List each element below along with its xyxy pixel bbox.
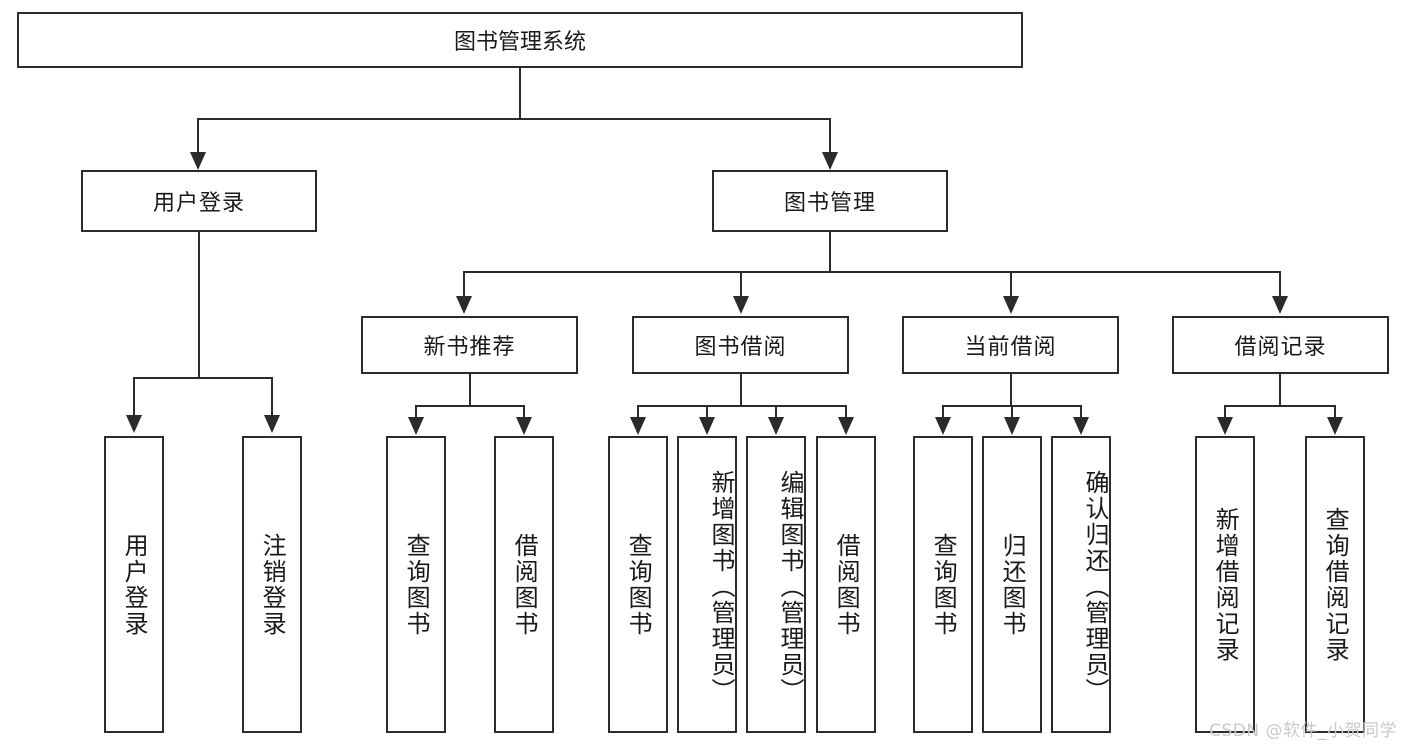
leaf-current-borrow-confirm[interactable]: 确认归还（管理员） xyxy=(1051,436,1111,733)
node-label: 借阅图书 xyxy=(510,532,539,637)
leaf-book-borrow-query[interactable]: 查询图书 xyxy=(608,436,668,733)
node-label: 用户登录 xyxy=(120,532,149,637)
edge-new-book-to-leaf-2 xyxy=(523,405,525,419)
edge-book-borrow-bus xyxy=(637,405,847,407)
edge-new-book-bus xyxy=(415,405,525,407)
node-book-management[interactable]: 图书管理 xyxy=(712,170,948,232)
edge-new-book-stem xyxy=(469,374,471,406)
arrow-book-borrow-to-leaf-2 xyxy=(699,417,715,435)
edge-borrow-records-stem xyxy=(1279,374,1281,406)
edge-book-mgmt-to-records xyxy=(1279,271,1281,298)
node-label: 用户登录 xyxy=(152,191,245,216)
node-label: 查询图书 xyxy=(624,532,653,637)
edge-current-borrow-stem xyxy=(1010,374,1012,406)
arrow-user-login-to-leaf-1 xyxy=(126,415,142,433)
node-label: 借阅记录 xyxy=(1234,335,1327,360)
node-current-borrow[interactable]: 当前借阅 xyxy=(902,316,1119,374)
leaf-current-borrow-return[interactable]: 归还图书 xyxy=(982,436,1042,733)
node-label: 查询图书 xyxy=(402,532,431,637)
arrow-book-mgmt-to-new-book xyxy=(456,296,472,314)
edge-book-mgmt-to-borrow xyxy=(740,271,742,298)
node-root-system[interactable]: 图书管理系统 xyxy=(17,12,1023,68)
arrow-book-mgmt-to-current xyxy=(1003,296,1019,314)
leaf-book-borrow-borrow[interactable]: 借阅图书 xyxy=(816,436,876,733)
node-borrow-records[interactable]: 借阅记录 xyxy=(1172,316,1389,374)
edge-book-mgmt-to-new-book xyxy=(463,271,465,298)
node-label: 图书借阅 xyxy=(694,335,787,360)
node-label: 确认归还（管理员） xyxy=(1081,469,1109,704)
edge-borrow-records-to-leaf-2 xyxy=(1334,405,1336,419)
node-label: 图书管理 xyxy=(783,191,876,216)
node-label: 图书管理系统 xyxy=(453,30,586,55)
leaf-user-login-login[interactable]: 用户登录 xyxy=(104,436,164,733)
edge-borrow-records-bus xyxy=(1224,405,1336,407)
arrow-book-mgmt-to-borrow xyxy=(733,296,749,314)
edge-book-mgmt-to-current xyxy=(1010,271,1012,298)
edge-book-borrow-to-leaf-3 xyxy=(775,405,777,419)
edge-borrow-records-to-leaf-1 xyxy=(1224,405,1226,419)
edge-book-mgmt-stem xyxy=(829,232,831,272)
leaf-new-book-query[interactable]: 查询图书 xyxy=(386,436,446,733)
node-label: 借阅图书 xyxy=(832,532,861,637)
edge-current-borrow-to-leaf-2 xyxy=(1011,405,1013,419)
node-label: 新增图书（管理员） xyxy=(707,469,735,704)
node-book-borrow[interactable]: 图书借阅 xyxy=(632,316,849,374)
node-label: 归还图书 xyxy=(998,532,1027,637)
arrow-current-borrow-to-leaf-3 xyxy=(1073,417,1089,435)
arrow-new-book-to-leaf-1 xyxy=(408,417,424,435)
arrow-root-to-book-mgmt xyxy=(822,152,838,170)
arrow-current-borrow-to-leaf-2 xyxy=(1004,417,1020,435)
arrow-book-borrow-to-leaf-4 xyxy=(838,417,854,435)
edge-book-borrow-to-leaf-2 xyxy=(706,405,708,419)
edge-user-login-to-leaf-1 xyxy=(133,377,135,417)
node-label: 当前借阅 xyxy=(964,335,1057,360)
edge-user-login-bus xyxy=(133,377,273,379)
node-label: 注销登录 xyxy=(258,532,287,637)
leaf-book-borrow-add[interactable]: 新增图书（管理员） xyxy=(677,436,737,733)
node-label: 新书推荐 xyxy=(423,335,516,360)
edge-root-stem xyxy=(519,68,521,119)
edge-book-borrow-to-leaf-1 xyxy=(637,405,639,419)
arrow-new-book-to-leaf-2 xyxy=(516,417,532,435)
arrow-book-mgmt-to-records xyxy=(1272,296,1288,314)
arrow-borrow-records-to-leaf-2 xyxy=(1327,417,1343,435)
arrow-borrow-records-to-leaf-1 xyxy=(1217,417,1233,435)
leaf-book-borrow-edit[interactable]: 编辑图书（管理员） xyxy=(746,436,806,733)
arrow-user-login-to-leaf-2 xyxy=(264,415,280,433)
edge-user-login-stem xyxy=(198,232,200,378)
edge-current-borrow-to-leaf-1 xyxy=(942,405,944,419)
leaf-new-book-borrow[interactable]: 借阅图书 xyxy=(494,436,554,733)
node-new-book-recommend[interactable]: 新书推荐 xyxy=(361,316,578,374)
arrow-root-to-user-login xyxy=(190,152,206,170)
node-label: 编辑图书（管理员） xyxy=(776,469,804,704)
arrow-current-borrow-to-leaf-1 xyxy=(935,417,951,435)
edge-root-to-user-login xyxy=(197,118,199,154)
node-label: 新增借阅记录 xyxy=(1211,506,1240,663)
edge-book-borrow-to-leaf-4 xyxy=(845,405,847,419)
edge-new-book-to-leaf-1 xyxy=(415,405,417,419)
leaf-records-query[interactable]: 查询借阅记录 xyxy=(1305,436,1365,733)
leaf-user-login-logout[interactable]: 注销登录 xyxy=(242,436,302,733)
arrow-book-borrow-to-leaf-3 xyxy=(768,417,784,435)
edge-user-login-to-leaf-2 xyxy=(271,377,273,417)
leaf-current-borrow-query[interactable]: 查询图书 xyxy=(913,436,973,733)
edge-book-borrow-stem xyxy=(740,374,742,406)
leaf-records-add[interactable]: 新增借阅记录 xyxy=(1195,436,1255,733)
edge-root-bus xyxy=(198,118,831,120)
node-user-login[interactable]: 用户登录 xyxy=(81,170,317,232)
edge-root-to-book-mgmt xyxy=(829,118,831,154)
node-label: 查询借阅记录 xyxy=(1321,506,1350,663)
edge-book-mgmt-bus xyxy=(463,271,1281,273)
edge-current-borrow-to-leaf-3 xyxy=(1080,405,1082,419)
node-label: 查询图书 xyxy=(929,532,958,637)
arrow-book-borrow-to-leaf-1 xyxy=(630,417,646,435)
